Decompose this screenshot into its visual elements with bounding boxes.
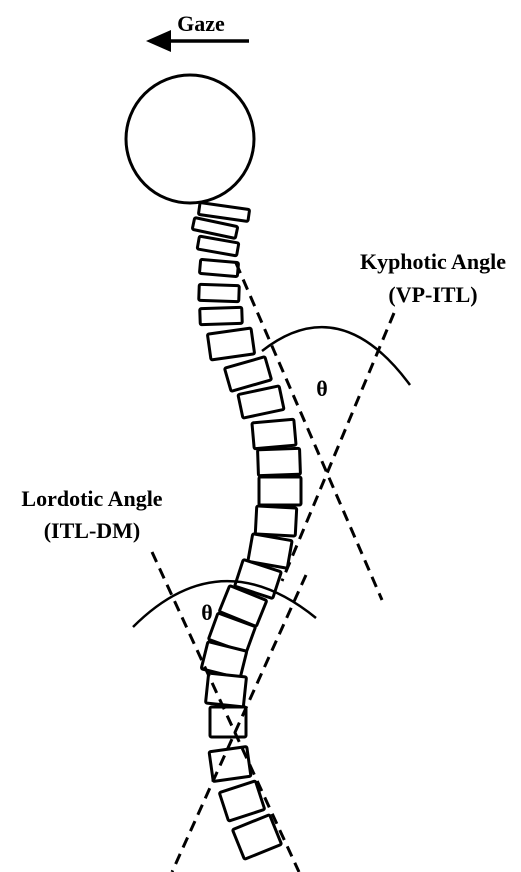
vertebra xyxy=(258,448,301,475)
vertebra xyxy=(199,284,240,301)
vertebra xyxy=(206,673,247,707)
lordotic-angle-title: Lordotic Angle xyxy=(21,486,162,511)
kyphotic-arc xyxy=(262,327,410,385)
vertebra xyxy=(255,506,296,536)
vertebra xyxy=(225,357,272,392)
lordotic-angle-abbr: (ITL-DM) xyxy=(44,518,141,543)
head-circle xyxy=(126,75,254,203)
vertebra xyxy=(219,781,264,821)
vertebra xyxy=(259,477,301,505)
vertebra xyxy=(210,707,246,737)
kyphotic-theta: θ xyxy=(316,376,327,401)
gaze-label: Gaze xyxy=(177,11,225,36)
spine xyxy=(192,203,301,860)
vertebra xyxy=(238,386,284,418)
vertebra xyxy=(199,259,238,276)
kyphotic-angle-abbr: (VP-ITL) xyxy=(388,282,477,307)
vertebra xyxy=(200,307,243,324)
kyphotic-angle-title: Kyphotic Angle xyxy=(360,249,506,274)
vertebra xyxy=(207,328,254,360)
lordotic-theta: θ xyxy=(201,600,212,625)
vertebra xyxy=(252,419,296,449)
